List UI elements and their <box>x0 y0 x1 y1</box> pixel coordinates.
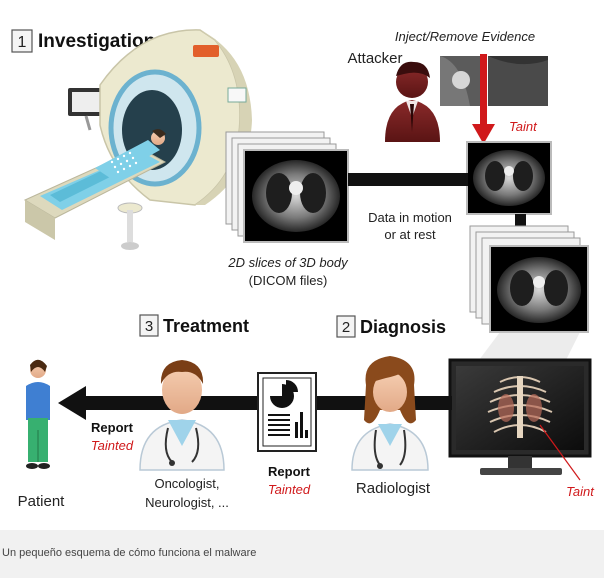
doctor-illustration <box>139 360 225 471</box>
radiologist-label: Radiologist <box>356 480 431 497</box>
radiologist-monitor <box>448 358 592 481</box>
diagnosis-slice-stack <box>469 225 589 333</box>
injected-lesion-snippet <box>440 56 548 106</box>
step-investigation: 1 Investigation <box>11 29 155 53</box>
malware-diagram: 1 Investigation 3 Treatment 2 Diagnosis <box>11 29 596 510</box>
step-number: 3 <box>145 318 153 335</box>
attacker-illustration <box>385 61 440 142</box>
specialists-line2: Neurologist, ... <box>145 495 229 510</box>
data-transfer-connector <box>348 173 468 186</box>
step-treatment: 3 Treatment <box>139 314 249 337</box>
attacker-label: Attacker <box>347 50 402 67</box>
patient-illustration <box>26 359 50 469</box>
attacker-action: Inject/Remove Evidence <box>395 29 535 44</box>
step-label: Diagnosis <box>360 317 446 337</box>
step-diagnosis: 2 Diagnosis <box>336 315 446 338</box>
report-document-icon <box>257 372 317 452</box>
report-left-status: Tainted <box>91 438 134 453</box>
step-label: Treatment <box>163 316 249 336</box>
tainted-slice <box>466 141 552 215</box>
caption-text: Un pequeño esquema de cómo funciona el m… <box>2 547 257 559</box>
patient-label: Patient <box>18 493 66 510</box>
diagram-canvas: 1 Investigation 3 Treatment 2 Diagnosis <box>11 29 595 510</box>
dicom-slice-stack <box>225 131 349 243</box>
step-label: Investigation <box>38 31 155 52</box>
monitor-taint-label: Taint <box>566 484 595 499</box>
specialists-line1: Oncologist, <box>154 476 219 491</box>
attacker-taint-label: Taint <box>509 119 538 134</box>
report-center-label: Report <box>268 464 311 479</box>
step-number: 2 <box>342 319 350 336</box>
data-transfer-line2: or at rest <box>384 227 436 242</box>
dicom-line2: (DICOM files) <box>249 273 328 288</box>
image-caption: Un pequeño esquema de cómo funciona el m… <box>0 530 604 578</box>
taint-arrow <box>472 54 495 144</box>
step-number: 1 <box>18 34 27 51</box>
data-transfer-line1: Data in motion <box>368 210 452 225</box>
ct-scanner-illustration <box>23 29 252 250</box>
radiologist-illustration <box>351 356 429 471</box>
dicom-line1: 2D slices of 3D body <box>227 255 349 270</box>
report-center-status: Tainted <box>268 482 311 497</box>
report-left-label: Report <box>91 420 134 435</box>
